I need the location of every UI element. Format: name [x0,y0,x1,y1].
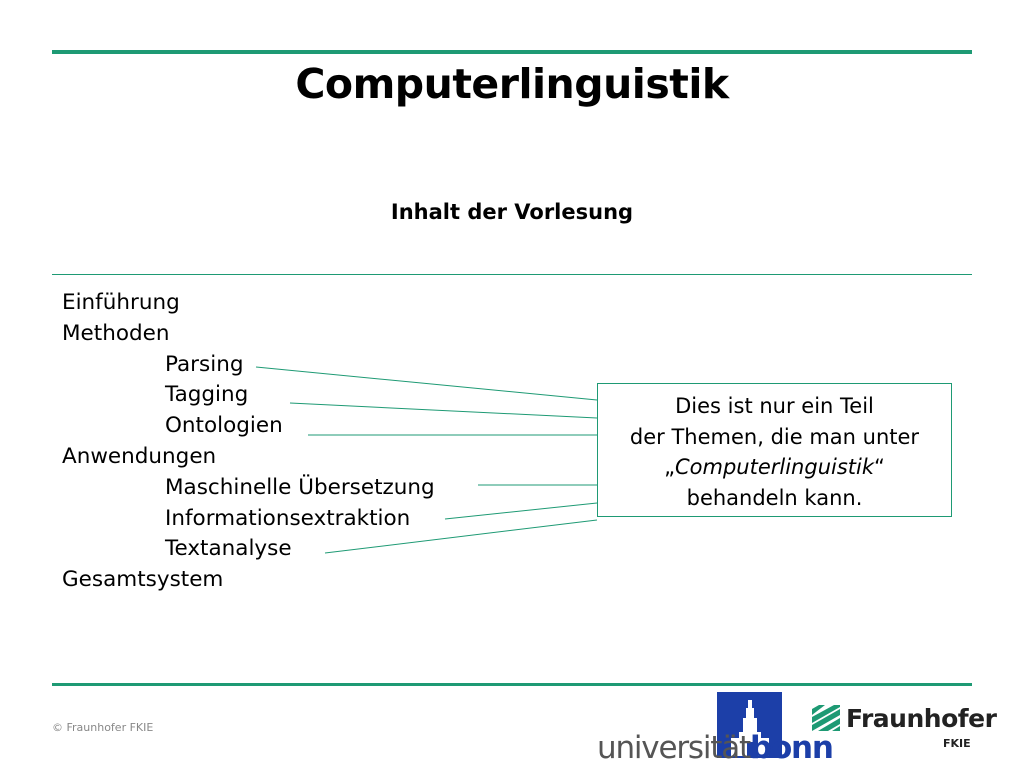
callout-line-emphasis: „Computerlinguistik“ [598,452,951,483]
callout-line: Dies ist nur ein Teil [675,394,874,418]
bottom-rule [52,683,972,686]
fraunhofer-logo-icon [812,705,840,731]
fraunhofer-logo-text: Fraunhofer [846,704,997,733]
logo-text-universitaet: universität [597,730,751,766]
connector-tagging [289,402,598,419]
outline-subitem: Ontologien [165,413,283,439]
connector-informationsextraktion [444,502,598,520]
connector-parsing [255,366,598,401]
outline-subitem: Parsing [165,351,244,377]
callout-line: behandeln kann. [686,485,863,510]
callout-box: Dies ist nur ein Teil der Themen, die ma… [597,383,952,517]
outline-item: Gesamtsystem [62,567,224,593]
section-rule [52,274,972,275]
slide-title: Computerlinguistik [295,60,729,108]
top-rule [52,50,972,54]
outline-item: Anwendungen [62,443,217,469]
connector-textanalyse [324,519,598,554]
topic-outline: Einführung Methoden Parsing Tagging Onto… [62,288,435,596]
university-bonn-logo: universitätbonn [597,730,834,766]
outline-item: Methoden [62,320,170,346]
logo-text-bonn: bonn [749,730,834,766]
slide-subtitle: Inhalt der Vorlesung [390,200,634,224]
copyright-notice: © Fraunhofer FKIE [52,721,154,734]
outline-subitem: Textanalyse [165,536,292,562]
bonn-crest-icon [717,692,782,758]
outline-subitem: Maschinelle Übersetzung [165,474,435,500]
open-quote: „ [664,455,675,479]
outline-item: Einführung [62,290,180,315]
outline-subitem: Tagging [165,382,249,408]
fraunhofer-unit-text: FKIE [943,737,971,750]
emphasis-term: Computerlinguistik [674,455,875,479]
outline-subitem: Informationsextraktion [165,505,411,531]
close-quote: “ [874,455,885,479]
callout-line: der Themen, die man unter [629,424,920,449]
